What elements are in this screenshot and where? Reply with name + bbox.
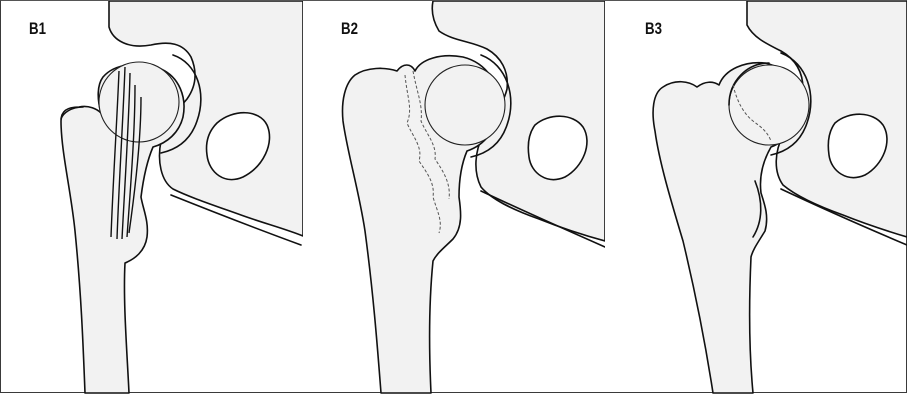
b2-femoral-head [425,65,505,145]
b2-hip-drawing [303,1,605,394]
b1-femoral-head [99,62,179,142]
panel-label-b3: B3 [645,19,662,39]
panel-b2: B2 [303,1,605,394]
panel-label-b1: B1 [29,19,46,39]
b3-femoral-head [729,65,809,145]
panel-b3: B3 [605,1,907,394]
b1-hip-drawing [1,1,303,394]
panel-b1: B1 [1,1,303,394]
panel-label-b2: B2 [341,19,358,39]
b3-hip-drawing [605,1,907,394]
